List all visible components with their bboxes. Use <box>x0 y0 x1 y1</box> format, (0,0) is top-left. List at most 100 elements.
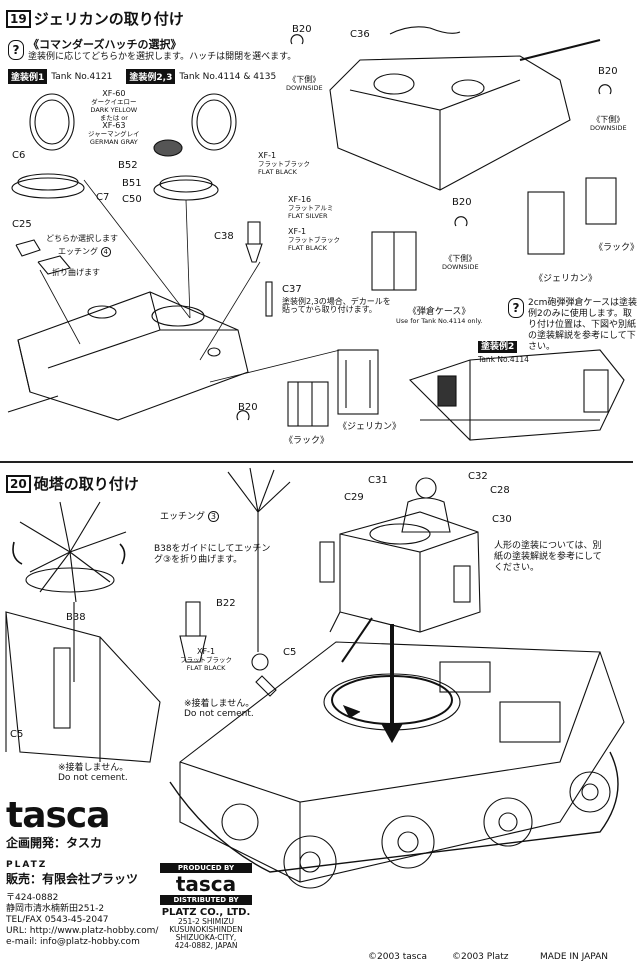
part-label-c32: C32 <box>468 471 488 482</box>
paint-name-en: FLAT BLACK <box>288 244 327 252</box>
paint-code: XF-1 <box>196 647 216 656</box>
paint-name-jp: フラットブラック <box>288 236 340 244</box>
part-label-c25: C25 <box>12 219 32 230</box>
paint-callout-xf1-step20: XF-1 フラットブラック FLAT BLACK <box>180 647 232 673</box>
antenna-illustration <box>227 467 291 652</box>
question-icon: ? <box>8 39 24 60</box>
paint-name-jp: フラットブラック <box>180 656 232 664</box>
hatch-choice-title: 《コマンダーズハッチの選択》 <box>28 38 182 51</box>
jerrycan-label-2: 《ジェリカン》 <box>534 274 598 284</box>
paint-name-jp: ダークイエロー <box>91 98 137 106</box>
part-label-b38: B38 <box>66 612 86 623</box>
dist-address-4: 424-0882, JAPAN <box>174 941 238 950</box>
tasca-logo: tasca <box>6 795 111 836</box>
jerrycan-illustration <box>527 191 565 255</box>
company-address: 静岡市清水楠新田251-2 <box>6 904 105 914</box>
etching-note-4: エッチング 4 <box>58 247 112 257</box>
part-label-c38: C38 <box>214 231 234 242</box>
paint-code: XF-16 <box>288 195 312 204</box>
no-cement-en: Do not cement. <box>184 709 254 719</box>
jerrycan-label: 《ジェリカン》 <box>338 422 402 432</box>
rack-label-2: 《ラック》 <box>594 243 639 253</box>
hull-illustration <box>179 641 625 883</box>
jerrycan-illustration <box>337 349 379 415</box>
paint-callout-xf60: XF-60 ダークイエロー DARK YELLOW または or XF-63 ジ… <box>88 90 140 147</box>
part-label-b20-bottom: B20 <box>238 402 258 413</box>
scheme2-badge: 塗装例2 <box>478 341 518 353</box>
downside-en: DOWNSIDE <box>286 84 323 92</box>
no-cement-jp: ※接着しません。 <box>58 763 129 773</box>
dist-address-1: 251-2 SHIMIZU <box>177 917 235 926</box>
c37-note: 塗装例2,3の場合、デカールを貼ってから取り付けます。 <box>282 297 391 314</box>
paint-code: XF-1 <box>258 151 277 160</box>
part-label-c28: C28 <box>490 485 510 496</box>
website-link[interactable]: URL: http://www.platz-hobby.com/ <box>6 926 159 936</box>
step20-number: 20 <box>6 474 31 493</box>
hatch-lid-illustration <box>191 93 237 151</box>
produced-by-label: PRODUCED BY <box>160 863 252 873</box>
part-label-b20-top: B20 <box>292 24 312 35</box>
part-label-c31: C31 <box>368 475 388 486</box>
step20-heading: 20 砲塔の取り付け <box>6 473 139 494</box>
paint-name-jp: ジャーマングレイ <box>88 130 140 138</box>
rack-illustration <box>287 381 329 427</box>
paint-code: XF-63 <box>102 121 126 130</box>
step19-illustration <box>7 26 625 441</box>
etching-number: 4 <box>100 247 112 257</box>
copyright-platz: ©2003 Platz <box>452 952 509 962</box>
part-label-b52: B52 <box>118 160 138 171</box>
dist-address-3: SHIZUOKA-CITY, <box>175 933 237 942</box>
scheme23-badge: 塗装例2,3 <box>126 69 176 84</box>
dist-address-2: KUSUNOKISHINDEN <box>169 925 243 934</box>
step19-heading: 19 ジェリカンの取り付け <box>6 8 184 29</box>
paint-callout-xf1b: XF-1 フラットブラック FLAT BLACK <box>288 228 340 253</box>
downside-label-3: 《下側》 DOWNSIDE <box>442 255 479 272</box>
scheme1-tank: Tank No.4121 <box>51 71 113 82</box>
paint-name-jp: フラットアルミ <box>288 204 334 212</box>
question-icon: ? <box>508 298 524 318</box>
paint-callout-xf16: XF-16 フラットアルミ FLAT SILVER <box>288 195 334 221</box>
downside-jp: 《下側》 <box>592 115 625 124</box>
hatch-lid-illustration <box>29 93 75 151</box>
paint-or: または or <box>99 114 128 122</box>
part-label-c50: C50 <box>122 194 142 205</box>
either-note: どちらか選択します <box>46 234 118 243</box>
scheme1-badge: 塗装例1 <box>8 69 48 84</box>
downside-en: DOWNSIDE <box>590 124 627 132</box>
ammo-case-title: 《弾倉ケース》 <box>407 307 471 317</box>
clip-illustration <box>598 84 612 95</box>
platz-logo: PLATZ <box>6 857 151 870</box>
hatch-choice-note: 塗装例に応じてどちらかを選択します。ハッチは開閉を選べます。 <box>28 52 297 62</box>
paint-name-en: GERMAN GRAY <box>89 138 138 146</box>
step19-title: ジェリカンの取り付け <box>33 10 184 28</box>
fold-note: 折り曲げます <box>52 268 100 277</box>
part-label-c7: C7 <box>96 192 110 203</box>
ammo-case-use: Use for Tank No.4114 only. <box>396 317 483 325</box>
planning-line: 企画開発：タスカ <box>6 836 103 850</box>
paint-callout-xf1: XF-1 フラットブラック FLAT BLACK <box>258 151 310 177</box>
part-label-b22: B22 <box>216 598 236 609</box>
sales-line: 販売：有限会社プラッツ <box>6 872 139 886</box>
email-link[interactable]: e-mail: info@platz-hobby.com <box>6 937 140 947</box>
part-c37-illustration <box>265 281 273 317</box>
footer-producer-block: PRODUCED BY tasca DISTRIBUTED BY PLATZ C… <box>160 863 252 950</box>
step20-title: 砲塔の取り付け <box>33 475 139 493</box>
scheme23-tank: Tank No.4114 & 4135 <box>179 71 277 82</box>
rack-illustration <box>585 177 617 225</box>
paint-name-en: DARK YELLOW <box>90 106 138 114</box>
step20-illustration <box>5 467 625 889</box>
antenna-base-illustration <box>19 501 127 603</box>
etching-label: エッチング <box>160 512 206 522</box>
hull-rear-illustration <box>5 611 161 763</box>
part-label-c30: C30 <box>492 514 512 525</box>
hull-rear-illustration <box>329 55 571 191</box>
bracket-illustration <box>37 255 71 275</box>
copyright-tasca: ©2003 tasca <box>368 952 427 962</box>
clip-illustration <box>236 410 250 421</box>
paint-name-en: FLAT BLACK <box>186 664 226 672</box>
no-cement-note-1: ※接着しません。 Do not cement. <box>184 696 254 719</box>
hatch-choice-row: ? 《コマンダーズハッチの選択》 塗装例に応じてどちらかを選択します。ハッチは開… <box>8 36 296 63</box>
scheme2-block: 塗装例2 Tank No.4114 <box>478 334 529 364</box>
etching-note-3: エッチング 3 <box>160 509 219 522</box>
downside-jp: 《下側》 <box>288 75 321 84</box>
